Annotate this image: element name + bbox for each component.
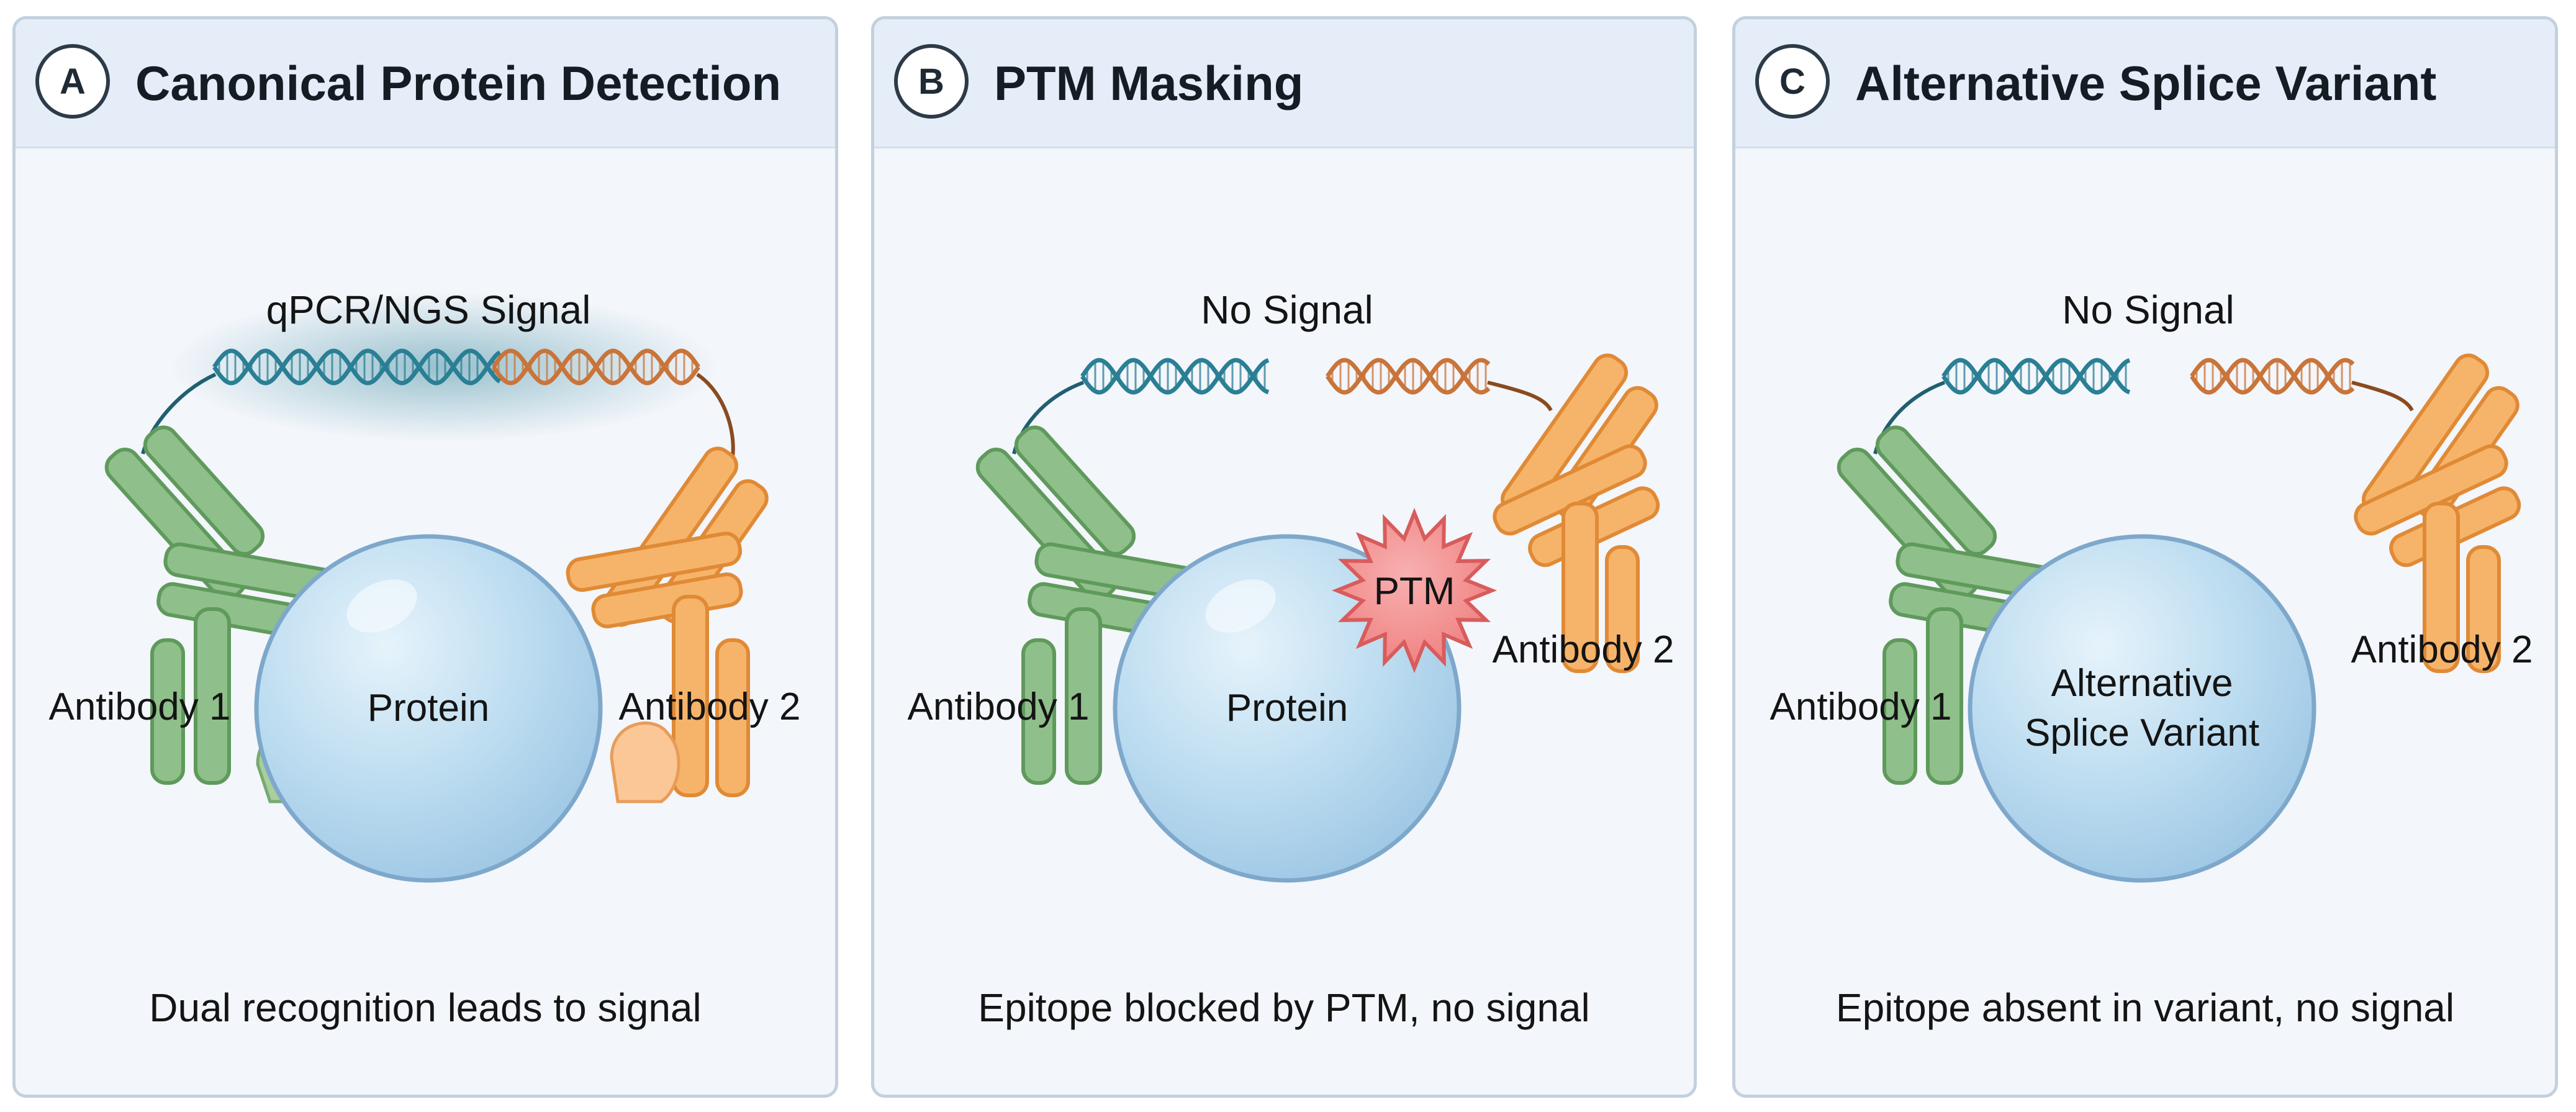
dna-backbone [2190,358,2355,395]
antibody-2-label: Antibody 2 [2351,628,2533,671]
antibody-2-label: Antibody 2 [1493,628,1674,671]
panel-badge: B [894,44,969,119]
ptm-burst-icon [1331,507,1498,674]
dna-strand-teal [212,348,502,386]
antibody-2-label: Antibody 2 [619,685,801,728]
linker-orange [696,373,735,458]
linker-orange [2351,381,2414,412]
splice-variant-diagram: No Signal Alternative Splice Variant Ant… [1770,287,2533,883]
dna-backbone [1941,358,2131,395]
panel-title: Alternative Splice Variant [1855,56,2437,111]
panel-title: PTM Masking [994,56,1304,111]
linker-orange [1487,381,1553,412]
signal-label: No Signal [1201,287,1373,332]
panel-header: B PTM Masking [874,19,1694,148]
dna-strand-orange [1326,358,1491,395]
dna-backbone [1326,358,1491,395]
ptm-label: PTM [1374,570,1455,613]
panel-caption: Epitope blocked by PTM, no signal [978,985,1590,1030]
panel-ptm-masking: B PTM Masking [871,16,1697,1098]
dna-backbone [492,348,700,386]
dna-backbone [1080,358,1270,395]
ptm-masking-diagram: PTM No Signal Protein Antibody 1 Antibod… [908,287,1674,883]
panel-splice-variant: C Alternative Splice Variant [1732,16,2558,1098]
dna-strand-teal [1941,358,2131,395]
protein-highlight [1205,579,1276,633]
dna-backbone [1941,358,2131,395]
dna-backbone [1080,358,1270,395]
panel-caption: Dual recognition leads to signal [149,985,702,1030]
protein-label: Protein [368,687,489,730]
protein-label-line-2: Splice Variant [2025,712,2259,754]
panel-canonical-detection: A Canonical Protein Detection [12,16,838,1098]
protein-label-line-1: Alternative [2051,662,2233,705]
panel-header: A Canonical Protein Detection [16,19,835,148]
antibody-2-icon [2354,353,2521,673]
protein-sphere [254,534,603,883]
antibody-1-label: Antibody 1 [908,685,1090,728]
panel-caption: Epitope absent in variant, no signal [1835,985,2455,1030]
panel-header: C Alternative Splice Variant [1735,19,2555,148]
signal-label: No Signal [2062,287,2235,332]
dna-backbone [212,348,502,386]
signal-glow [171,292,717,441]
canonical-detection-diagram: qPCR/NGS Signal Protein Antibody 1 Antib… [49,287,801,883]
dna-strand-teal [1080,358,1270,395]
dna-strand-orange [2190,358,2355,395]
dna-backbone [1326,358,1491,395]
signal-label: qPCR/NGS Signal [266,287,591,332]
protein-highlight [346,579,417,633]
splice-variant-sphere [1968,534,2316,883]
antibody-2-icon [1493,353,1660,673]
dna-backbone [2190,358,2355,395]
antibody-2-icon [566,446,769,803]
dna-strand-orange [492,348,700,386]
panel-badge: C [1755,44,1830,119]
antibody-1-label: Antibody 1 [49,685,231,728]
protein-label: Protein [1226,687,1348,730]
panel-badge: A [35,44,110,119]
antibody-1-label: Antibody 1 [1770,685,1952,728]
panel-title: Canonical Protein Detection [135,56,782,111]
